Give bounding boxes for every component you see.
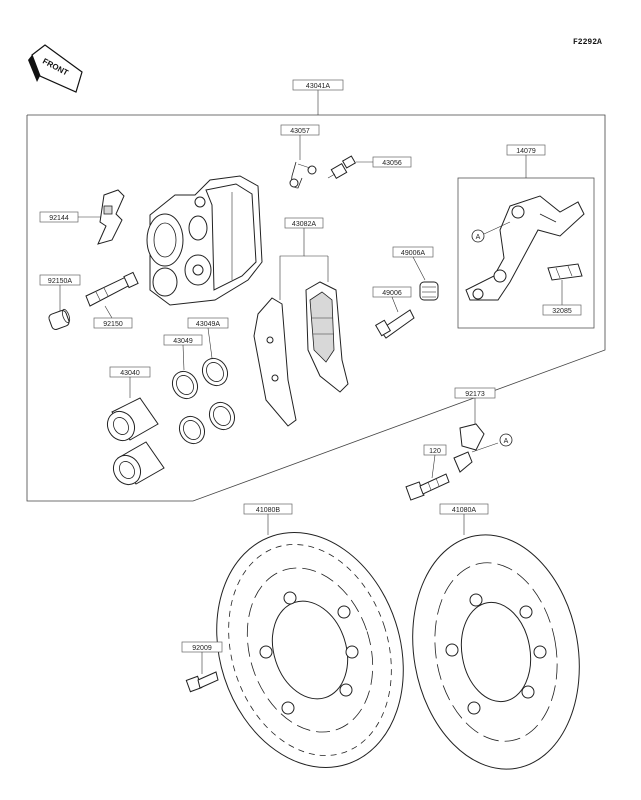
dust-boot-part xyxy=(419,281,439,301)
callout-a: A xyxy=(476,234,481,241)
caliper-assembly-outline xyxy=(26,114,606,502)
label-43040: 43040 xyxy=(120,370,140,377)
label-43056: 43056 xyxy=(382,160,402,167)
front-arrow-icon: FRONT xyxy=(28,44,83,93)
label-92009: 92009 xyxy=(192,645,212,652)
caliper-bracket-part xyxy=(465,195,585,301)
label-43082A: 43082A xyxy=(292,221,316,228)
lock-washer-part xyxy=(453,423,499,473)
label-43057: 43057 xyxy=(290,128,310,135)
label-49006A: 49006A xyxy=(401,250,425,257)
label-32085: 32085 xyxy=(552,308,572,315)
pad-pin-part xyxy=(85,271,139,307)
bleeder-valve-part xyxy=(327,155,357,180)
slide-pin-part xyxy=(374,309,415,339)
caliper-piston-lower-part xyxy=(112,441,165,486)
label-43049: 43049 xyxy=(173,338,193,345)
label-41080B: 41080B xyxy=(256,507,280,514)
caliper-body-part xyxy=(146,175,263,306)
figure-code: F2292A xyxy=(573,38,602,47)
piston-seal-part xyxy=(171,370,206,445)
brake-disc-right-part xyxy=(412,534,580,770)
plug-cap-part xyxy=(48,308,71,330)
callout-a-bracket: A xyxy=(471,221,511,243)
label-92173: 92173 xyxy=(465,391,485,398)
brake-pad-right-part xyxy=(305,281,349,393)
callout-a-2: A xyxy=(504,438,509,445)
label-49006: 49006 xyxy=(382,290,402,297)
callout-a-washer: A xyxy=(499,433,513,447)
disc-bolt-part xyxy=(185,671,219,693)
clip-32085-part xyxy=(547,263,583,281)
caliper-piston-upper-part xyxy=(106,397,159,442)
brake-pad-left-part xyxy=(253,297,297,427)
label-120: 120 xyxy=(429,448,441,455)
mounting-bolt-part xyxy=(405,473,450,501)
bleeder-cap-part xyxy=(289,161,317,189)
label-92150: 92150 xyxy=(103,321,123,328)
brake-disc-left-part xyxy=(216,532,404,768)
pad-spring-part xyxy=(97,189,125,245)
label-14079: 14079 xyxy=(516,148,536,155)
label-43041A: 43041A xyxy=(306,83,330,90)
label-92150A: 92150A xyxy=(48,278,72,285)
label-92144: 92144 xyxy=(49,215,69,222)
piston-seal-a-part xyxy=(201,357,236,431)
label-43049A: 43049A xyxy=(196,321,220,328)
label-41080A: 41080A xyxy=(452,507,476,514)
